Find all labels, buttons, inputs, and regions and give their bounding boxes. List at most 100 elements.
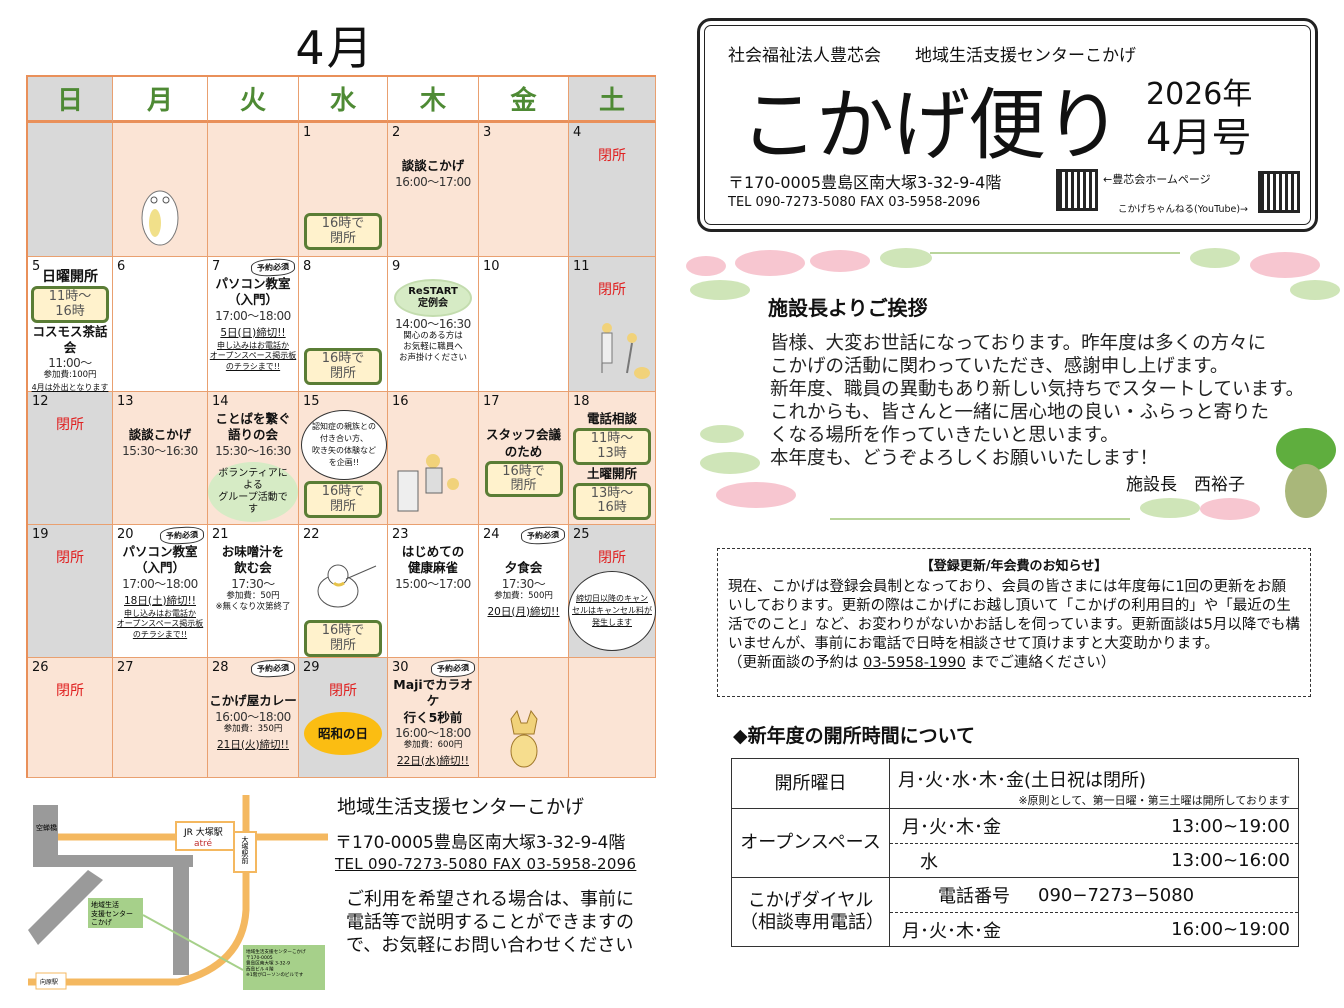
open-space-days: 月･火･木･金 (902, 817, 1001, 838)
center-tel-fax[interactable]: TEL 090-7273-5080 FAX 03-5958-2096 (335, 855, 637, 873)
calendar-day-cell (113, 123, 208, 257)
open-days-label: 開所曜日 (731, 758, 890, 809)
open-space-hours: 13:00~19:00 (1171, 815, 1290, 837)
signup-note: 申し込みはお電話か オープンスペース掲示板 のチラシまで!! (116, 608, 204, 640)
day-number: 10 (483, 259, 500, 274)
calendar-day-cell: 16 (388, 392, 479, 525)
map-otsuka-ekimae-label: 大塚駅前 (241, 835, 249, 865)
calendar-day-cell: 8 16時で 閉所 (299, 257, 388, 392)
weekday-header: 木 (388, 77, 479, 123)
notice-title: 【登録更新/年会費のお知らせ】 (920, 559, 1108, 574)
day-number: 15 (303, 394, 320, 409)
deadline-label: 18日(土)締切!! (124, 594, 196, 607)
day-number: 3 (483, 125, 492, 140)
day-number: 14 (212, 394, 229, 409)
hours-box: 16時で 閉所 (484, 460, 563, 498)
month-title: 4月 (295, 21, 375, 75)
cat-illustration-icon (308, 561, 378, 615)
event-time: 16:00～17:00 (395, 174, 471, 189)
day-number: 23 (392, 527, 409, 542)
closed-label: 閉所 (56, 417, 84, 433)
day-number: 22 (303, 527, 320, 542)
day-number: 11 (573, 259, 590, 274)
reserve-phone-link[interactable]: 03-5958-1990 (863, 655, 966, 671)
weekday-header: 日 (28, 77, 113, 123)
cleaning-illustration-icon (572, 303, 652, 387)
day-number: 26 (32, 660, 49, 675)
calendar-day-cell (208, 123, 299, 257)
dial-phone[interactable]: 090−7273−5080 (1038, 884, 1195, 906)
notice-reserve-suffix: までご連絡ください） (965, 655, 1116, 671)
event-time: 17:30～ (501, 576, 546, 591)
header-tel-fax: TEL 090-7273-5080 FAX 03-5958-2096 (728, 195, 981, 210)
day-number: 17 (483, 394, 500, 409)
homepage-qr-icon[interactable] (1056, 169, 1098, 211)
event-note: 参加費：350円 (223, 723, 283, 734)
hours-box: 16時で 閉所 (304, 620, 382, 657)
weekday-header: 火 (208, 77, 299, 123)
access-map: JR 大塚駅 atré 大塚駅前 空蝉橋 地域生活支援センターこかげ 地域生活支… (28, 795, 328, 990)
homepage-label: ←豊芯会ホームページ (1103, 173, 1211, 186)
weekday-header: 月 (113, 77, 208, 123)
map-overpass-label: 空蝉橋 (36, 823, 57, 832)
event-title: 談談こかげ (401, 158, 465, 174)
calendar-day-cell: 22 16時で 閉所 (299, 525, 388, 658)
closed-label: 閉所 (598, 550, 626, 566)
closed-label: 閉所 (598, 282, 626, 298)
youtube-qr-icon[interactable] (1258, 171, 1300, 213)
day-number: 2 (392, 125, 401, 140)
issue-year: 2026年 (1146, 77, 1253, 112)
day-number: 8 (303, 259, 312, 274)
day-number: 6 (117, 259, 126, 274)
day-number: 30 (392, 660, 409, 675)
event-title: パソコン教室 （入門） (215, 276, 291, 308)
youtube-label: こかげちゃんねる(YouTube)→ (1118, 204, 1249, 215)
deadline-label: 22日(水)締切!! (397, 754, 469, 767)
event-title: 夕食会 (504, 560, 543, 576)
event-time: 16:00～18:00 (395, 725, 471, 740)
event-title: パソコン教室 （入門） (122, 544, 198, 576)
roads (28, 805, 193, 975)
dial-label: こかげダイヤル （相談専用電話） (731, 877, 890, 947)
map-mukohara-label: 向原駅 (40, 978, 58, 986)
map-info-box (243, 945, 325, 990)
speech-bubble: 認知症の親族との 付き合い方、 吹き矢の体験など を企画!! (301, 410, 387, 480)
event-note: 参加費：500円 (494, 590, 553, 601)
dial-days: 月･火･木･金 (902, 920, 1001, 942)
open-space-row: 月･火･木･金 13:00~19:00 (890, 809, 1298, 843)
day-number: 20 (117, 527, 134, 542)
deadline-label: 5日(日)締切!! (220, 326, 286, 339)
reservation-required-badge: 予約必須 (250, 257, 296, 278)
day-number: 16 (392, 394, 409, 409)
reservation-required-badge: 予約必須 (430, 658, 476, 679)
reservation-required-badge: 予約必須 (520, 525, 566, 546)
open-days-value: 月･火･水･木･金(土日祝は閉所) (898, 769, 1147, 791)
hours-box: 16時で 閉所 (304, 348, 382, 385)
calendar-day-cell: 6 (113, 257, 208, 392)
event-title: はじめての 健康麻雀 (401, 544, 465, 576)
tree-character-icon (1276, 428, 1336, 520)
weekday-header: 土 (569, 77, 656, 123)
event-note: 参加費：600円 (403, 739, 463, 750)
event-title: お味噌汁を 飲む会 (221, 544, 285, 576)
weekday-header: 水 (299, 77, 388, 123)
opening-hours-table: 開所曜日 月･火･水･木･金(土日祝は閉所) ※原則として、第一日曜・第三土曜は… (731, 758, 1299, 947)
event-time: 17:00～18:00 (215, 308, 291, 323)
event-title: 談談こかげ (128, 427, 192, 443)
center-name: 地域生活支援センターこかげ (337, 796, 585, 818)
event-title: こかげ屋カレー (209, 693, 297, 709)
map-station-label: JR 大塚駅 (183, 826, 223, 838)
day-number: 7 (212, 259, 221, 274)
event-note: 関心のある方は お気軽に職員へ お声掛けください (398, 331, 467, 364)
reservation-required-badge: 予約必須 (250, 658, 296, 679)
